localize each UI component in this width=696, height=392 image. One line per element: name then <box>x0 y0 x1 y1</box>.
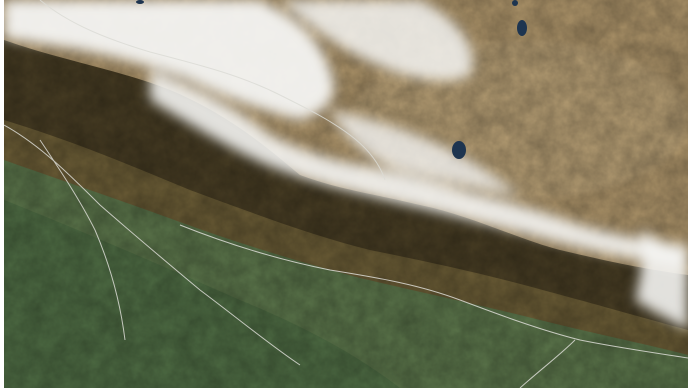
lake-top-left <box>136 0 144 4</box>
lake-small-north <box>517 20 527 36</box>
snow-and-clouds <box>4 0 688 330</box>
border-lines <box>4 0 688 388</box>
lake-large <box>452 141 466 159</box>
lake-tiny <box>512 0 518 6</box>
